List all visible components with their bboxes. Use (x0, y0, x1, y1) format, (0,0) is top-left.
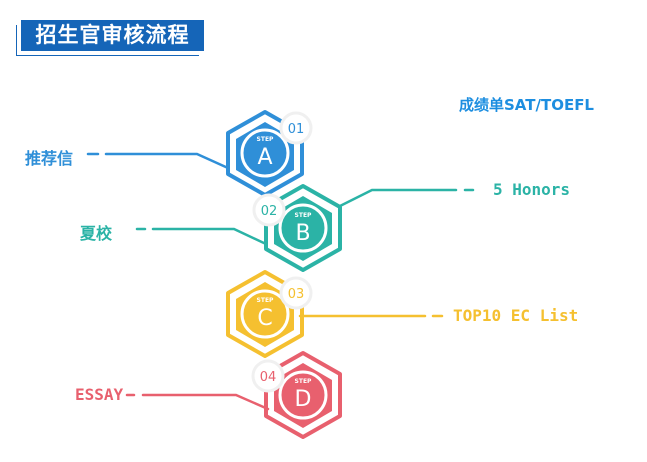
side-note: 成绩单SAT/TOEFL (459, 96, 594, 114)
step-d-number: 04 (260, 370, 277, 385)
step-d-label: ESSAY (75, 385, 124, 404)
step-c-number: 03 (288, 287, 305, 302)
step-a-word: STEP (257, 136, 275, 143)
step-c-label: TOP10 EC List (453, 306, 579, 325)
connector-a (86, 152, 230, 170)
connector-e (125, 393, 270, 411)
step-b-hexagon (264, 184, 342, 272)
step-c-word: STEP (257, 297, 275, 304)
step-a-label: 推荐信 (25, 149, 74, 168)
step-b-letter: B (295, 221, 310, 246)
step-c-hexagon (226, 270, 304, 358)
connector-d (135, 227, 268, 246)
step-a-badge (279, 111, 313, 145)
step-a-letter: A (257, 145, 272, 170)
step-d-word: STEP (295, 378, 313, 385)
step-c-badge (279, 276, 313, 310)
step-b-label: 5 Honors (493, 180, 571, 199)
step-c-letter: C (257, 306, 272, 331)
step-b-badge (252, 193, 286, 227)
step-d-letter: D (295, 387, 312, 412)
connector-b (338, 188, 475, 208)
step-b-number: 02 (261, 204, 278, 219)
page-title: 招生官审核流程 (21, 20, 204, 51)
step-a-number: 01 (288, 122, 305, 137)
step-b-word: STEP (295, 212, 313, 219)
step-e-label: 夏校 (80, 224, 113, 243)
step-d-hexagon (264, 351, 342, 439)
step-d-badge (251, 359, 285, 393)
